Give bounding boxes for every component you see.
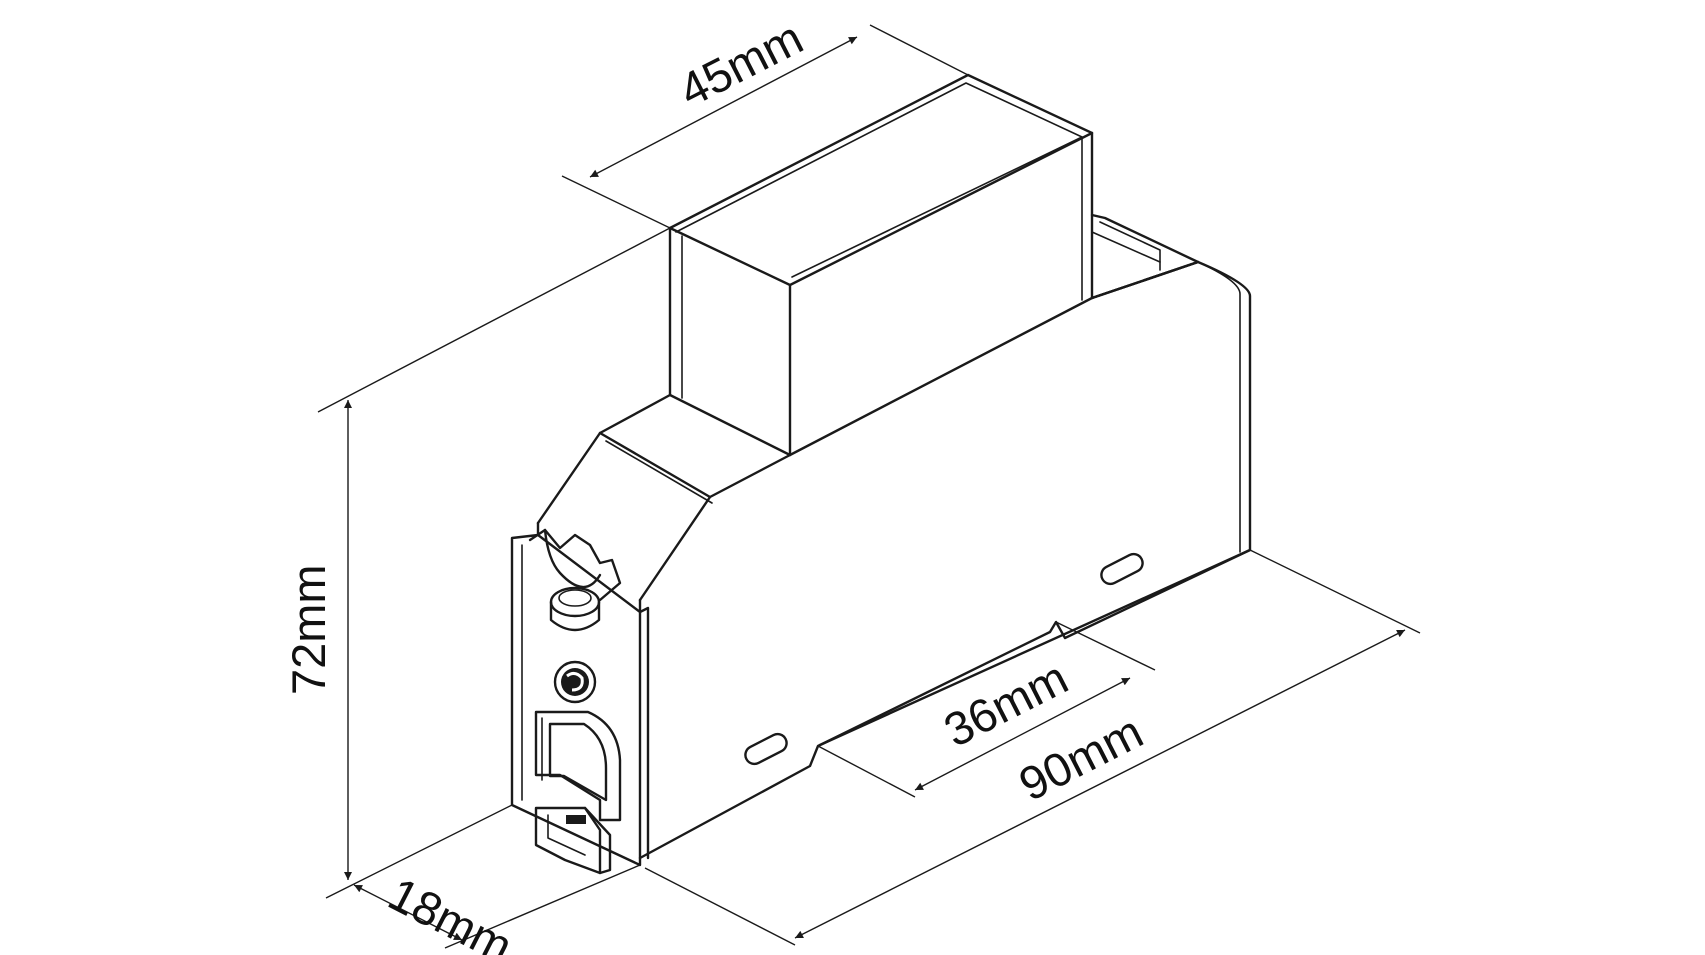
dimension-72mm: 72mm — [282, 227, 671, 899]
rear-shoulder — [1090, 213, 1200, 300]
dimension-label-72mm: 72mm — [282, 564, 335, 695]
dimension-label-45mm: 45mm — [670, 10, 810, 117]
front-face — [510, 533, 650, 867]
dimension-label-90mm: 90mm — [1010, 704, 1150, 811]
dimension-90mm: 90mm — [644, 549, 1421, 946]
terminal-clamp — [528, 528, 622, 632]
dimension-45mm: 45mm — [561, 10, 969, 229]
meter-housing — [510, 73, 1252, 875]
front-chamfer — [536, 393, 792, 614]
port-opening — [534, 710, 622, 822]
top-module — [668, 73, 1094, 457]
front-screw-icon — [553, 660, 597, 704]
dimension-18mm: 18mm — [353, 864, 641, 955]
dimension-label-18mm: 18mm — [380, 867, 520, 955]
din-rail-latch — [534, 806, 612, 875]
side-face — [638, 260, 1252, 860]
